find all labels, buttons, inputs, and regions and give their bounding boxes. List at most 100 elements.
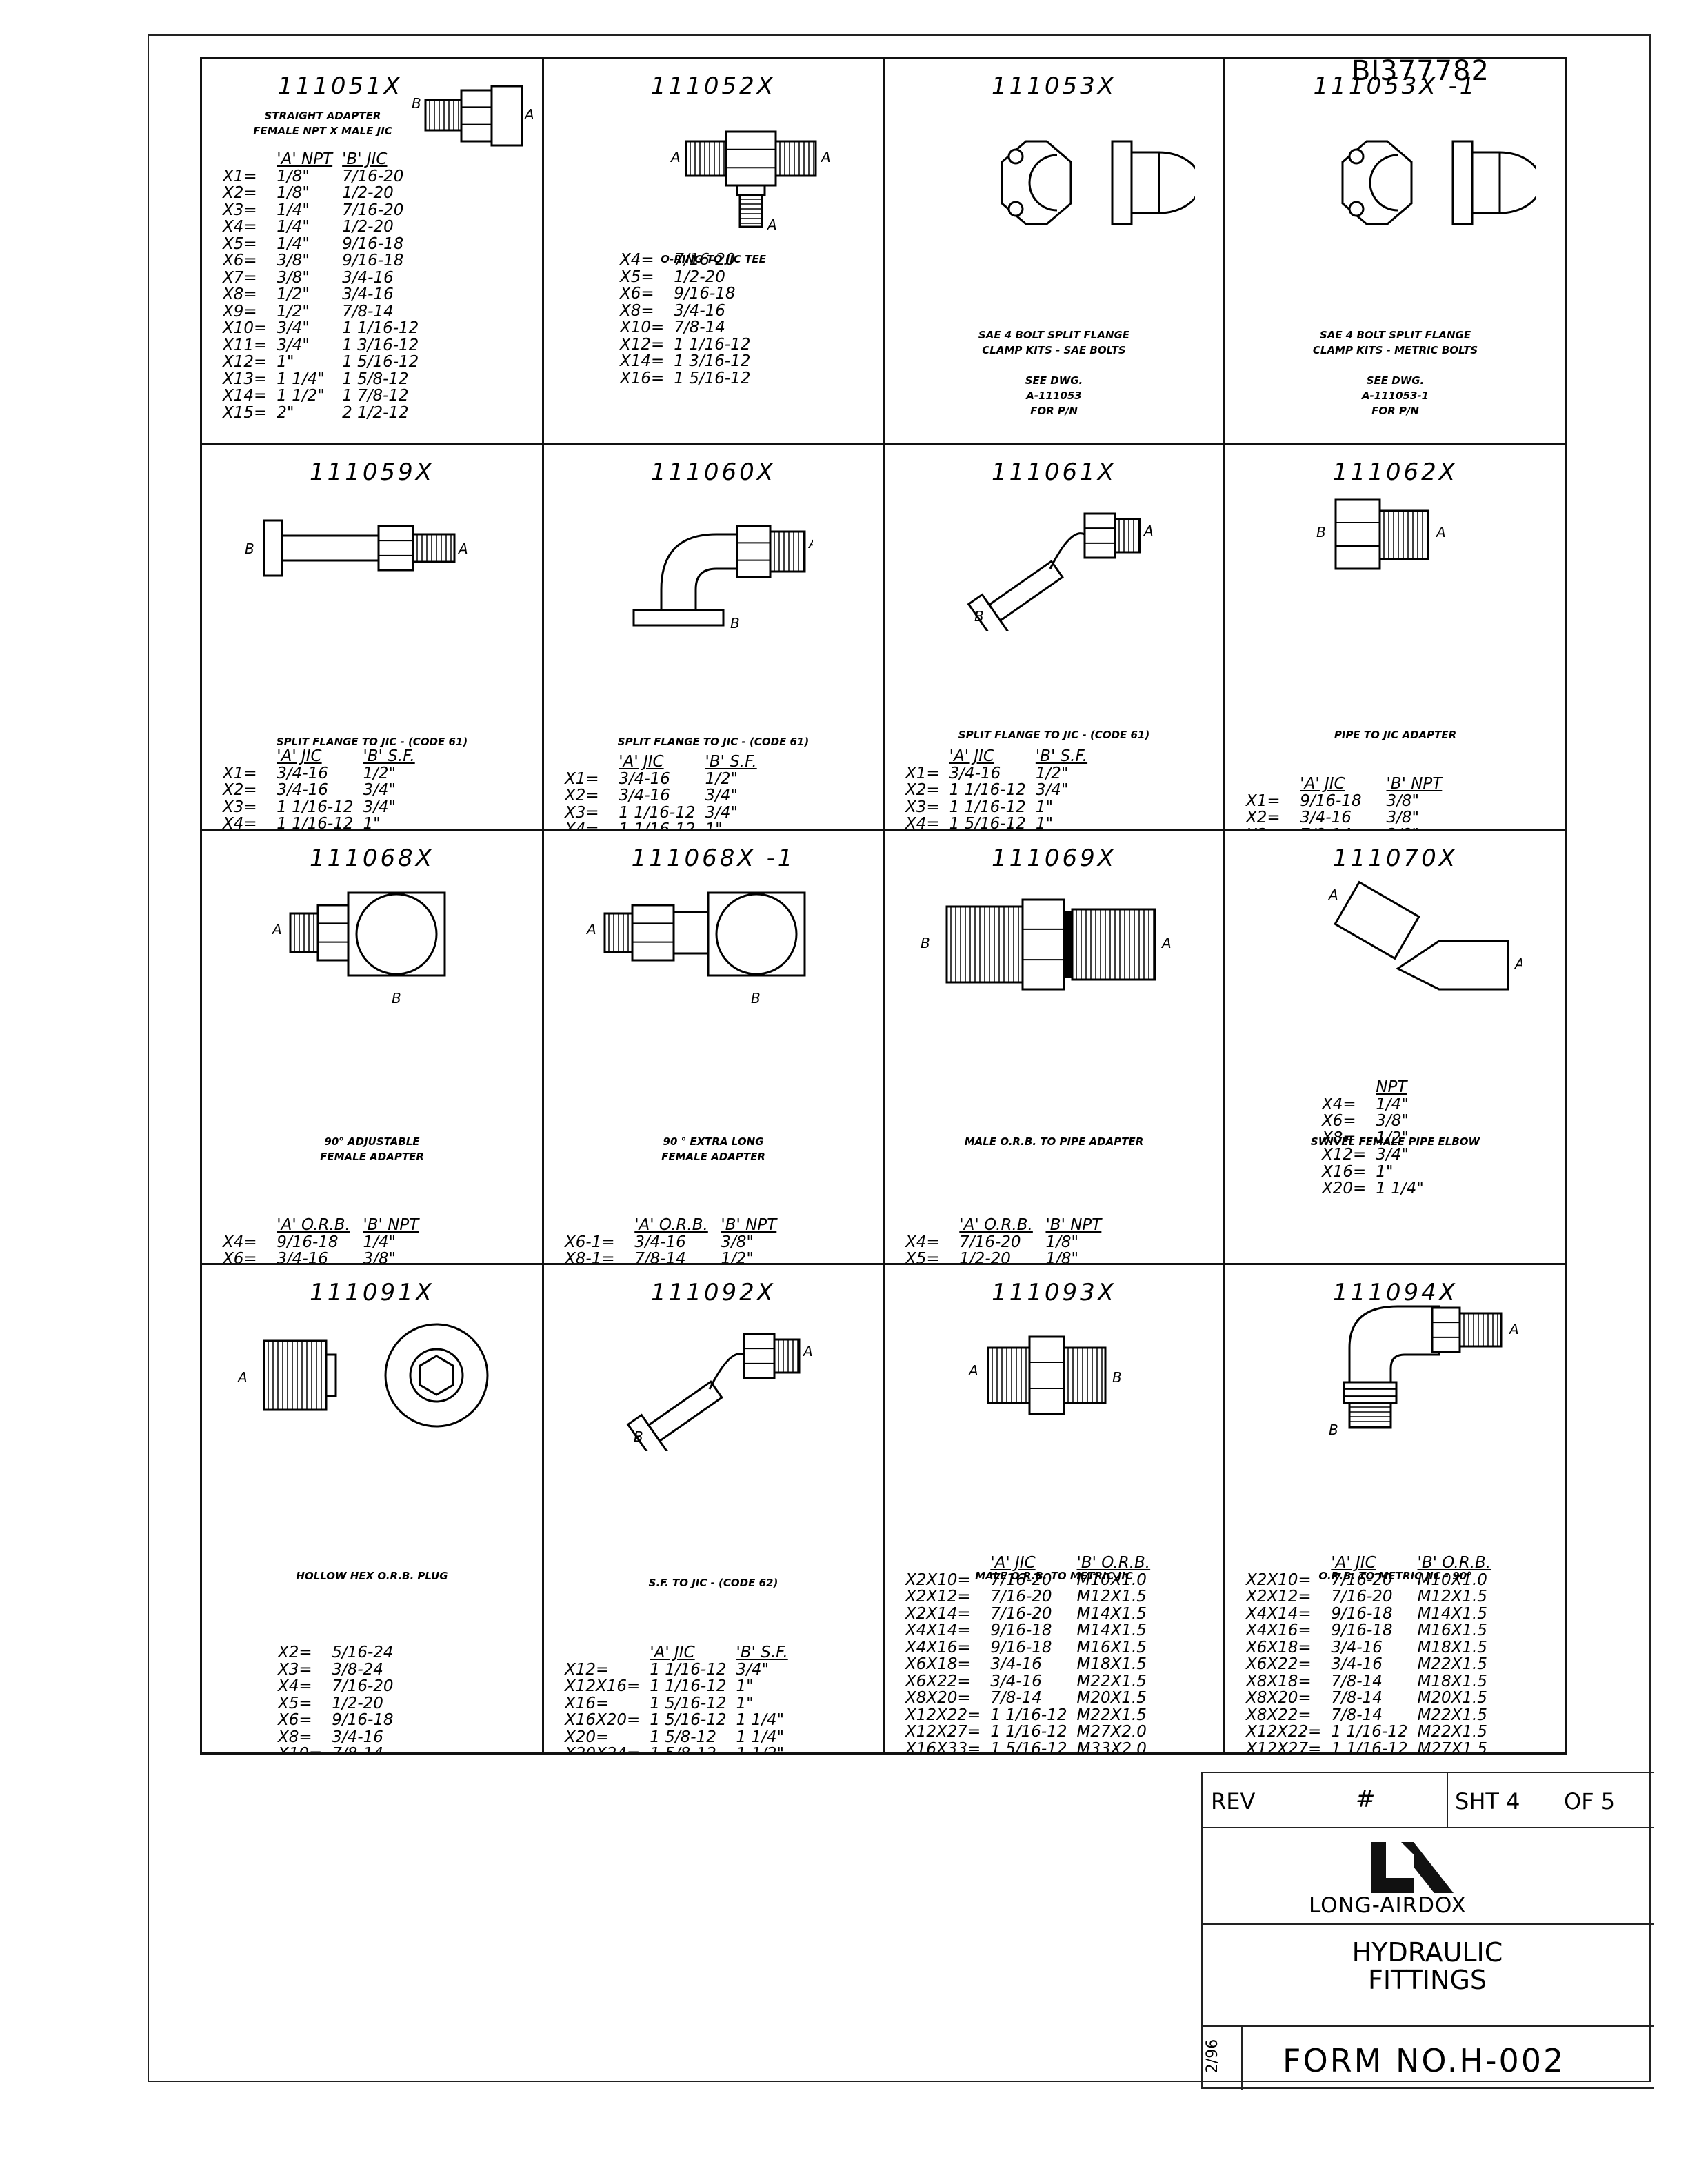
table-cell: 3/4-16 — [1331, 1638, 1383, 1657]
table-row: X4=1/4" — [1322, 1095, 1434, 1113]
table-cell: X16= — [565, 1694, 610, 1712]
table-cell: 9/16-18 — [1331, 1621, 1393, 1639]
column-header — [565, 1217, 634, 1234]
table-cell: 7/16-20 — [342, 201, 404, 219]
table-cell: 1 5/16-12 — [342, 353, 419, 371]
fitting-sketch: AB — [967, 512, 1154, 631]
svg-text:A: A — [1508, 1321, 1519, 1337]
table-cell: X4X14= — [905, 1621, 971, 1639]
table-cell: 1 1/16-12 — [277, 815, 354, 831]
table-cell: 7/8-14 — [674, 318, 725, 336]
table-cell: 3/4-16 — [332, 1728, 383, 1746]
table-row: X3=1/4"7/16-20 — [223, 201, 428, 219]
table-cell: X4X16= — [1246, 1621, 1312, 1639]
table-cell: 9/16-18 — [342, 252, 404, 270]
table-cell: X6= — [278, 1711, 312, 1729]
table-cell: 1/2-20 — [959, 1250, 1011, 1265]
table-cell: X2X12= — [1246, 1588, 1312, 1606]
svg-text:B: B — [974, 608, 984, 625]
fitting-description: S.F. TO JIC - (CODE 62) — [551, 1575, 876, 1590]
table-row: X5=1/4"9/16-18 — [223, 235, 428, 253]
description-line: 90° ADJUSTABLE — [324, 1135, 420, 1148]
description-line: SPLIT FLANGE TO JIC - (CODE 61) — [958, 729, 1150, 741]
table-cell: M18X1.5 — [1417, 1672, 1487, 1690]
table-cell: M22X1.5 — [1076, 1706, 1147, 1724]
table-cell: X20X24= — [565, 1745, 641, 1755]
svg-text:A: A — [1143, 523, 1154, 539]
table-cell: 3/4" — [277, 336, 310, 354]
svg-text:A: A — [820, 149, 831, 165]
svg-text:A: A — [271, 921, 282, 938]
table-cell: 1/2" — [277, 302, 310, 321]
table-cell: 3/4-16 — [277, 1250, 328, 1265]
table-cell: 1/2-20 — [332, 1694, 383, 1712]
table-row: X14=1 1/2"1 7/8-12 — [223, 387, 428, 405]
table-cell: M22X1.5 — [1417, 1706, 1487, 1724]
table-cell: M14X1.5 — [1417, 1604, 1487, 1623]
table-row: X2=1/8"1/2-20 — [223, 185, 428, 202]
description-line: PIPE TO JIC ADAPTER — [1334, 729, 1457, 741]
description-line — [1232, 358, 1558, 373]
table-row: X2=5/16-24 — [278, 1644, 418, 1661]
table-cell: M33X2.0 — [1076, 1739, 1147, 1755]
table-cell: 1 1/16-12 — [619, 820, 696, 831]
description-line: SEE DWG. — [1366, 374, 1425, 387]
part-number: 111052X — [650, 72, 776, 100]
table-cell: X3= — [565, 803, 599, 822]
table-cell: 1 1/16-12 — [1331, 1739, 1408, 1755]
table-cell: 3/4-16 — [1300, 809, 1352, 827]
column-header — [905, 1217, 959, 1234]
table-cell: 1 5/8-12 — [650, 1745, 716, 1755]
description-line: SAE 4 BOLT SPLIT FLANGE — [1319, 329, 1471, 341]
description-line: SPLIT FLANGE TO JIC - (CODE 61) — [276, 736, 468, 748]
table-cell: 3/4-16 — [342, 285, 394, 303]
column-header — [1322, 1079, 1376, 1096]
column-header: 'B' NPT — [721, 1216, 777, 1234]
column-header: 'B' JIC — [342, 150, 388, 168]
table-row: X5=1/2-20 — [620, 268, 760, 286]
table-cell: X12X16= — [565, 1677, 641, 1695]
column-header: 'A' NPT — [277, 150, 333, 168]
table-cell: X4= — [223, 1233, 257, 1251]
table-cell: 9/16-18 — [1331, 1604, 1393, 1623]
svg-text:A: A — [457, 540, 468, 557]
table-cell: X12= — [620, 335, 665, 354]
table-cell: 7/16-20 — [1331, 1588, 1393, 1606]
table-cell: M22X1.5 — [1417, 1723, 1487, 1741]
table-cell: 1 1/2" — [277, 387, 325, 405]
description-line: FOR P/N — [1372, 405, 1419, 417]
fitting-description: MALE O.R.B. TO METRIC JIC — [892, 1568, 1216, 1584]
svg-text:B: B — [412, 95, 421, 112]
table-cell: 1 1/4" — [1376, 1180, 1424, 1197]
table-row: X6=3/8"9/16-18 — [223, 252, 428, 270]
table-cell: 1/2" — [721, 1250, 754, 1265]
part-number: 111051X — [278, 72, 403, 100]
table-cell: X6X18= — [905, 1655, 971, 1673]
table-cell: X6= — [223, 1250, 257, 1265]
fitting-diagram: AA — [1301, 872, 1522, 1010]
fitting-sketch: AB — [585, 891, 806, 1007]
svg-text:B: B — [751, 990, 761, 1007]
table-cell: 1 1/4" — [736, 1728, 785, 1746]
table-cell: 7/16-20 — [990, 1570, 1052, 1589]
table-cell: 1 1/2" — [736, 1745, 785, 1755]
table-cell: X2= — [1246, 809, 1280, 827]
